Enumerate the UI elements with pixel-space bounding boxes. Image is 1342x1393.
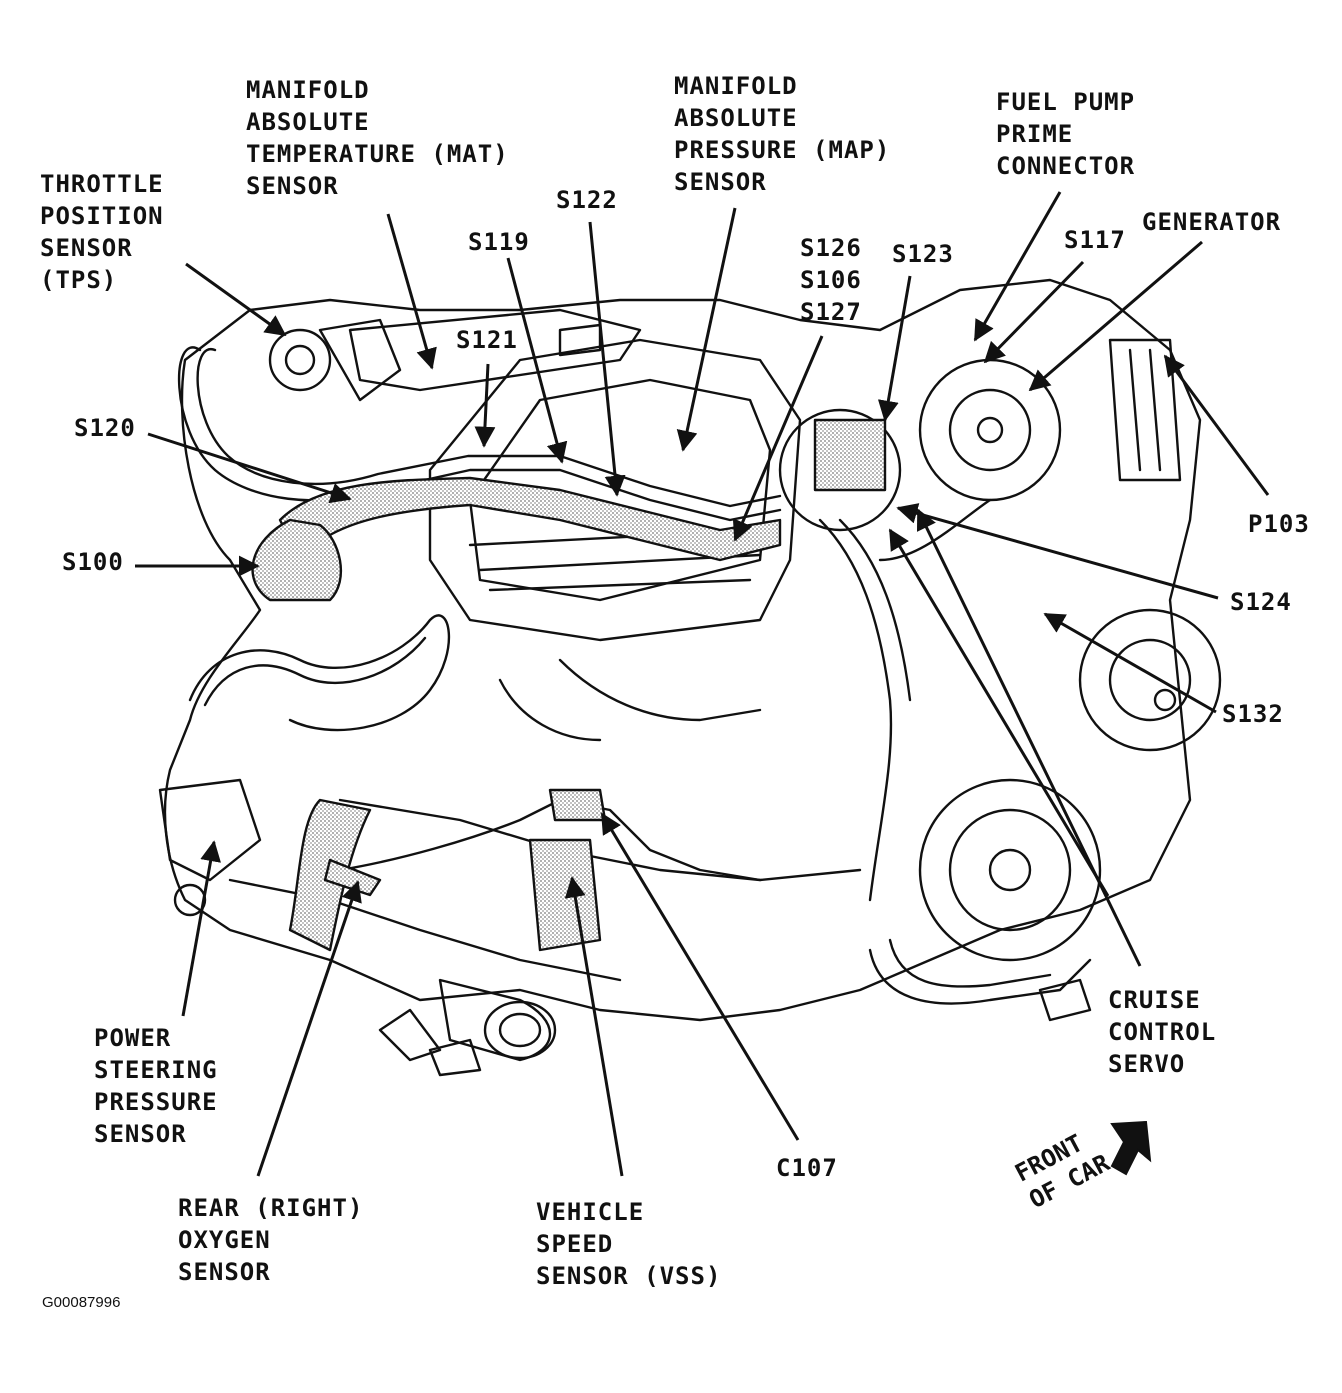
label-cruise: CRUISE CONTROL SERVO: [1108, 984, 1216, 1080]
label-map: MANIFOLD ABSOLUTE PRESSURE (MAP) SENSOR: [674, 70, 890, 198]
leader-s124: [896, 503, 1219, 600]
label-line: THROTTLE: [40, 170, 164, 198]
label-line: S126: [800, 234, 862, 262]
label-s124: S124: [1230, 586, 1292, 618]
engine-illustration: [158, 278, 1222, 1077]
label-line: ABSOLUTE: [674, 104, 798, 132]
label-line: ABSOLUTE: [246, 108, 370, 136]
label-oxygen: REAR (RIGHT) OXYGEN SENSOR: [178, 1192, 363, 1288]
label-mat: MANIFOLD ABSOLUTE TEMPERATURE (MAT) SENSOR: [246, 74, 509, 202]
leader-s122: [588, 221, 626, 497]
drawing-id: G00087996: [42, 1294, 121, 1311]
leader-s126: [732, 335, 824, 542]
label-line: POSITION: [40, 202, 164, 230]
leader-s132: [1043, 612, 1217, 714]
label-line: OXYGEN: [178, 1226, 271, 1254]
label-tps: THROTTLE POSITION SENSOR (TPS): [40, 168, 164, 296]
label-line: PRIME: [996, 120, 1074, 148]
label-line: S117: [1064, 226, 1126, 254]
label-line: TEMPERATURE (MAT): [246, 140, 509, 168]
leader-tps: [185, 262, 287, 337]
label-line: SENSOR: [178, 1258, 271, 1286]
label-s117: S117: [1064, 224, 1126, 256]
label-line: PRESSURE (MAP): [674, 136, 891, 164]
label-s121: S121: [456, 324, 518, 356]
label-line: CRUISE: [1108, 986, 1201, 1014]
label-line: SPEED: [536, 1230, 614, 1258]
label-line: SENSOR: [94, 1120, 187, 1148]
label-line: SENSOR (VSS): [536, 1262, 722, 1290]
label-generator: GENERATOR: [1142, 206, 1281, 238]
label-line: MANIFOLD: [246, 76, 370, 104]
leader-p103: [1163, 354, 1270, 496]
label-line: STEERING: [94, 1056, 218, 1084]
label-line: SERVO: [1108, 1050, 1186, 1078]
label-line: S100: [62, 548, 124, 576]
leader-cruise-2: [888, 528, 1110, 897]
label-line: (TPS): [40, 266, 118, 294]
label-line: MANIFOLD: [674, 72, 798, 100]
label-line: S120: [74, 414, 136, 442]
label-fuel-pump: FUEL PUMP PRIME CONNECTOR: [996, 86, 1135, 182]
label-vss: VEHICLE SPEED SENSOR (VSS): [536, 1196, 721, 1292]
label-line: CONTROL: [1108, 1018, 1217, 1046]
label-line: S132: [1222, 700, 1284, 728]
leader-s123: [877, 275, 912, 422]
leader-mat: [386, 213, 437, 370]
label-line: REAR (RIGHT): [178, 1194, 364, 1222]
label-line: S119: [468, 228, 530, 256]
label-s120: S120: [74, 412, 136, 444]
label-line: P103: [1248, 510, 1310, 538]
label-s122: S122: [556, 184, 618, 216]
label-p103: P103: [1248, 508, 1310, 540]
label-s100: S100: [62, 546, 124, 578]
label-line: POWER: [94, 1024, 172, 1052]
leader-fuel-pump: [973, 191, 1062, 342]
label-line: S121: [456, 326, 518, 354]
label-c107: C107: [776, 1152, 838, 1184]
leader-s119: [506, 257, 568, 464]
label-s123: S123: [892, 238, 954, 270]
leader-s121: [474, 363, 496, 448]
label-s132: S132: [1222, 698, 1284, 730]
leader-cruise-1: [916, 508, 1142, 967]
leader-vss: [564, 876, 624, 1177]
label-s119: S119: [468, 226, 530, 258]
label-line: S122: [556, 186, 618, 214]
leader-power-steering: [181, 840, 221, 1017]
leader-map: [676, 207, 737, 452]
label-line: CONNECTOR: [996, 152, 1136, 180]
leader-oxygen: [256, 880, 362, 1177]
label-line: FUEL PUMP: [996, 88, 1136, 116]
leader-lines: [135, 191, 1270, 1177]
leader-generator: [1028, 240, 1203, 392]
label-line: C107: [776, 1154, 838, 1182]
leader-s120: [147, 432, 352, 504]
label-line: S123: [892, 240, 954, 268]
label-line: SENSOR: [674, 168, 767, 196]
label-line: VEHICLE: [536, 1198, 645, 1226]
label-power-steering: POWER STEERING PRESSURE SENSOR: [94, 1022, 218, 1150]
front-arrow-icon: [1110, 1120, 1152, 1176]
label-line: S124: [1230, 588, 1292, 616]
label-line: GENERATOR: [1142, 208, 1282, 236]
label-line: PRESSURE: [94, 1088, 218, 1116]
leader-c107: [600, 812, 800, 1141]
label-line: SENSOR: [246, 172, 339, 200]
label-line: S106: [800, 266, 862, 294]
label-line: SENSOR: [40, 234, 133, 262]
label-line: S127: [800, 298, 862, 326]
leader-s117: [983, 260, 1085, 364]
